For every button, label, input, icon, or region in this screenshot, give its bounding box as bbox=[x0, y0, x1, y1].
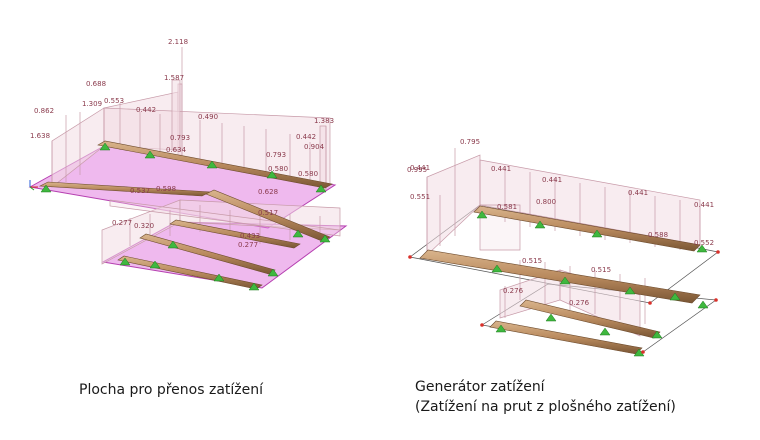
load-value-label: 0.588 bbox=[648, 231, 668, 239]
load-diagrams-left bbox=[51, 79, 341, 265]
caption-load-generator: Generátor zatížení bbox=[415, 379, 545, 395]
caption-load-generator-subtitle: (Zatížení na prut z plošného zatížení) bbox=[415, 399, 676, 415]
load-value-label: 1.383 bbox=[314, 117, 334, 125]
load-value-label: 0.517 bbox=[258, 209, 278, 217]
supports-right bbox=[476, 210, 709, 357]
load-value-label: 2.118 bbox=[168, 38, 188, 46]
nodes-right bbox=[408, 250, 720, 354]
load-value-label: 0.552 bbox=[694, 239, 714, 247]
load-value-label: 0.553 bbox=[104, 97, 124, 105]
load-value-label: 0.276 bbox=[569, 299, 590, 307]
load-value-label: 0.441 bbox=[410, 164, 430, 172]
load-value-label: 0.515 bbox=[591, 266, 611, 274]
load-value-label: 0.276 bbox=[503, 287, 524, 295]
load-value-label: 0.688 bbox=[86, 80, 106, 88]
load-value-label: 0.598 bbox=[156, 185, 176, 193]
load-value-label: 0.320 bbox=[134, 222, 154, 230]
load-value-label: 0.551 bbox=[410, 193, 430, 201]
load-value-label: 1.638 bbox=[30, 132, 50, 140]
load-value-label: 0.277 bbox=[112, 219, 132, 227]
load-value-label: 0.433 bbox=[240, 232, 260, 240]
load-value-label: 0.795 bbox=[460, 138, 480, 146]
load-value-label: 0.277 bbox=[238, 241, 258, 249]
load-value-label: 0.442 bbox=[296, 133, 316, 141]
load-value-label: 1.587 bbox=[164, 74, 184, 82]
axis-triad-icon bbox=[29, 180, 38, 191]
load-value-label: 0.793 bbox=[170, 134, 190, 142]
load-value-label: 0.441 bbox=[628, 189, 648, 197]
load-value-label: 0.490 bbox=[198, 113, 218, 121]
load-value-label: 0.793 bbox=[266, 151, 286, 159]
load-value-label: 0.995 bbox=[407, 166, 427, 174]
caption-load-transfer-surface: Plocha pro přenos zatížení bbox=[79, 382, 264, 398]
load-value-label: 0.800 bbox=[536, 198, 556, 206]
load-value-label: 1.309 bbox=[82, 100, 102, 108]
load-value-label: 0.634 bbox=[166, 146, 187, 154]
load-value-label: 0.580 bbox=[298, 170, 318, 178]
load-value-label: 0.442 bbox=[136, 106, 156, 114]
load-value-label: 0.515 bbox=[522, 257, 542, 265]
load-value-label: 0.441 bbox=[694, 201, 714, 209]
load-value-label: 0.580 bbox=[268, 165, 288, 173]
load-value-label: 0.904 bbox=[304, 143, 325, 151]
load-value-label: 0.537 bbox=[130, 187, 150, 195]
supports-left bbox=[40, 142, 331, 291]
load-value-label: 0.441 bbox=[542, 176, 562, 184]
load-value-label: 0.628 bbox=[258, 188, 278, 196]
load-value-label: 0.862 bbox=[34, 107, 54, 115]
load-value-label: 0.441 bbox=[491, 165, 511, 173]
load-value-label: 0.581 bbox=[497, 203, 517, 211]
